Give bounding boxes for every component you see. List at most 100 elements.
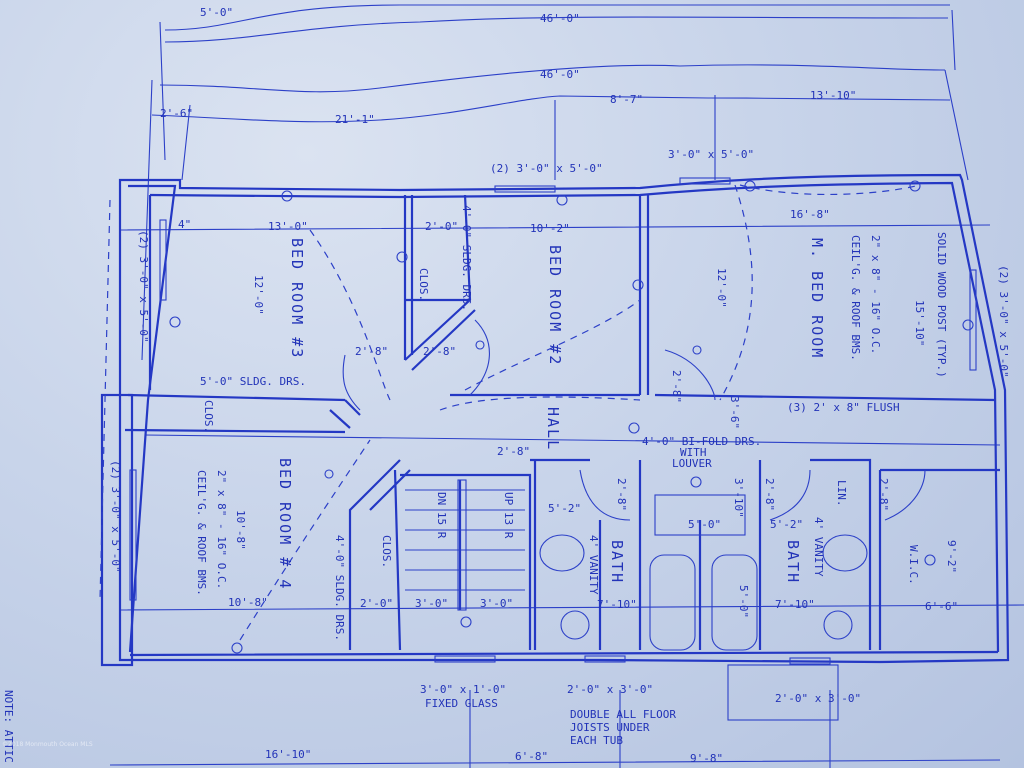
room-linen: LIN.	[835, 480, 848, 507]
room-hall: HALL	[544, 407, 562, 451]
room-wic: W.I.C.	[907, 545, 920, 585]
dim-master-height: 15'-10"	[913, 300, 926, 346]
dim-door-6: 2'-8"	[763, 478, 776, 511]
door-swings	[239, 184, 926, 641]
note-vanity-1: 4' VANITY	[587, 535, 600, 595]
dim-bottom-c: 9'-8"	[690, 752, 723, 765]
bathtub-2	[711, 554, 758, 651]
dim-tub-width: 5'-0"	[688, 518, 721, 531]
note-side: NOTE: ATTIC	[2, 690, 15, 763]
dim-bed4-height: 10'-8"	[234, 510, 247, 550]
note-joists-2: JOISTS UNDER	[570, 721, 650, 734]
note-ceiling-bed4-1: 2" x 8" - 16" O.C.	[215, 470, 228, 589]
overall-dimension-labels: 5'-0" 46'-0" 46'-0" 2'-6" 21'-1" 8'-7" 1…	[160, 6, 856, 765]
dim-wall-thickness: 4"	[178, 218, 191, 231]
dim-top-partial: 5'-0"	[200, 6, 233, 19]
note-ceiling-master-1: 2" x 8" - 16" O.C.	[869, 235, 882, 354]
dim-door-4: 2'-8"	[497, 445, 530, 458]
dim-hall: 3'-6"	[728, 396, 741, 429]
toilet-2	[823, 610, 853, 640]
dim-overall-2: 46'-0"	[540, 68, 580, 81]
note-bifold-1: 4'-0" BI-FOLD DRS.	[642, 435, 761, 448]
dim-closet-width: 2'-0"	[425, 220, 458, 233]
dim-seg-c: 8'-7"	[610, 93, 643, 106]
dim-bottom-a: 16'-10"	[265, 748, 311, 761]
dim-door-1: 2'-8"	[355, 345, 388, 358]
dim-bed4-width: 10'-8"	[228, 596, 268, 609]
dim-seg-a: 2'-6"	[160, 107, 193, 120]
dim-bath2-length: 7'-10"	[775, 598, 815, 611]
dim-closet-4-width: 2'-0"	[360, 597, 393, 610]
note-vanity-2: 4' VANITY	[812, 517, 825, 577]
window-fixed-note: FIXED GLASS	[425, 697, 498, 710]
note-post: SOLID WOOD POST (TYP.)	[935, 232, 948, 378]
dim-bed2-width: 10'-2"	[530, 222, 570, 235]
dim-bed3-height: 12'-0"	[252, 275, 265, 315]
note-stairs-down: DN 15 R	[435, 492, 448, 539]
window-right-label: (2) 3'-0" x 5'-0"	[997, 265, 1010, 378]
room-bath-1: BATH	[608, 540, 626, 584]
dim-bottom-b: 6'-8"	[515, 750, 548, 763]
note-joists-1: DOUBLE ALL FLOOR	[570, 708, 676, 721]
dim-bath2-width: 5'-2"	[770, 518, 803, 531]
room-bed2: BED ROOM #2	[546, 245, 564, 366]
dim-bed3-width: 13'-0"	[268, 220, 308, 233]
room-labels: BED ROOM #3 BED ROOM #2 M. BED ROOM BED …	[202, 238, 920, 590]
dim-door-7: 2'-8"	[877, 478, 890, 511]
dim-overall-1: 46'-0"	[540, 12, 580, 25]
watermark: ©2018 Monmouth Ocean MLS	[2, 741, 93, 748]
note-sldg-bed4: 4'-0" SLDG. DRS.	[333, 535, 346, 641]
dim-bath1-width: 5'-2"	[548, 502, 581, 515]
window-top-pair-label: (2) 3'-0" x 5'-0"	[490, 162, 603, 175]
bathtub-1	[649, 554, 696, 651]
sink-1	[539, 534, 585, 572]
note-joists-3: EACH TUB	[570, 734, 623, 747]
notes: DOUBLE ALL FLOOR JOISTS UNDER EACH TUB 2…	[2, 205, 948, 763]
dim-master-width: 16'-8"	[790, 208, 830, 221]
dim-wic-width: 6'-6"	[925, 600, 958, 613]
note-bifold-3: LOUVER	[672, 457, 712, 470]
dim-door-2: 2'-8"	[423, 345, 456, 358]
stairs[interactable]	[405, 479, 525, 611]
note-flush: (3) 2' x 8" FLUSH	[787, 401, 900, 414]
window-fixed-label: 3'-0" x 1'-0"	[420, 683, 506, 696]
room-bed4: BED ROOM # 4	[276, 458, 294, 590]
room-clos-1: CLOS.	[417, 268, 430, 301]
window-left-lower-label: (2) 3'-0" x 5'-0"	[109, 460, 122, 573]
window-labels: (2) 3'-0" x 5'-0" 3'-0" x 5'-0" (2) 3'-0…	[109, 148, 1010, 710]
note-sldg-bed3: 5'-0" SLDG. DRS.	[200, 375, 306, 388]
room-bath-2: BATH	[784, 540, 802, 584]
room-clos-3: CLOS.	[380, 535, 393, 568]
room-clos-2: CLOS.	[202, 400, 215, 433]
room-master: M. BED ROOM	[808, 238, 826, 359]
sink-2	[822, 534, 868, 572]
note-stairs-up: UP 13 R	[502, 492, 515, 539]
dim-door-3: 2'-8"	[670, 370, 683, 403]
interior-walls	[329, 194, 1000, 651]
dim-stair-b: 3'-0"	[480, 597, 513, 610]
dim-bath1-length: 7'-10"	[597, 598, 637, 611]
window-bath1-label: 2'-0" x 3'-0"	[567, 683, 653, 696]
room-dimension-labels: 13'-0" 12'-0" 10'-2" 12'-0" 16'-8" 15'-1…	[178, 208, 958, 618]
note-ceiling-bed4-2: CEIL'G. & ROOF BMS.	[195, 470, 208, 596]
dim-tub-length: 5'-0"	[737, 585, 750, 618]
toilet-1	[560, 610, 590, 640]
window-top-single-label: 3'-0" x 5'-0"	[668, 148, 754, 161]
dim-wic-length: 9'-2"	[945, 540, 958, 573]
exterior-walls	[99, 173, 1010, 667]
fixtures	[539, 494, 868, 651]
dim-bed2-height: 12'-0"	[715, 268, 728, 308]
dim-seg-b: 21'-1"	[335, 113, 375, 126]
linen-closet	[654, 494, 746, 536]
note-bifold-2: WITH	[680, 446, 707, 459]
dim-seg-d: 13'-10"	[810, 89, 856, 102]
note-ceiling-master-2: CEIL'G. & ROOF BMS.	[849, 235, 862, 361]
outlet-symbols	[169, 180, 974, 654]
dim-door-5: 2'-8"	[615, 478, 628, 511]
dim-stair-a: 3'-0"	[415, 597, 448, 610]
window-left-upper-label: (2) 3'-0" x 5'-0"	[137, 230, 150, 343]
note-sldg-closet: 4'-0" SLDG. DRS.	[460, 205, 473, 311]
window-bath2-label: 2'-0" x 3'-0"	[775, 692, 861, 705]
